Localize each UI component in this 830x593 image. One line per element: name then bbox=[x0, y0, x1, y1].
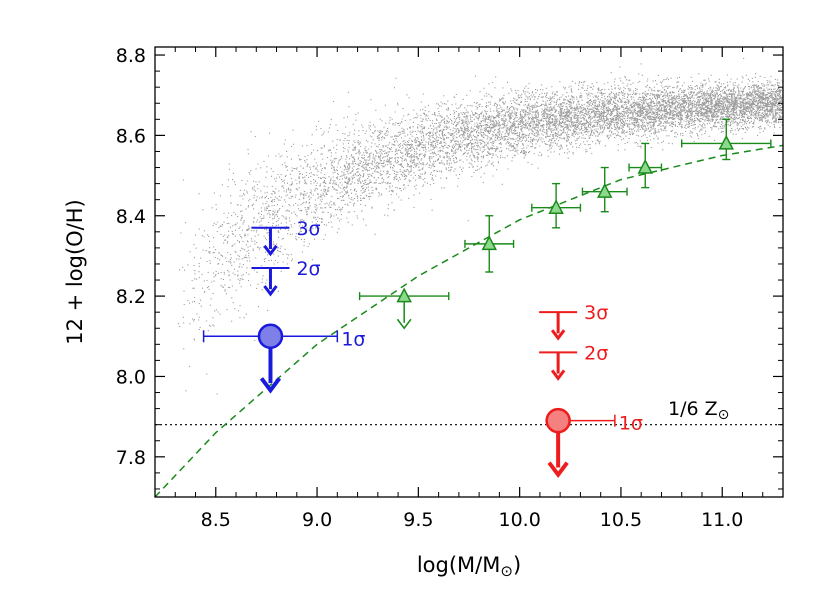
sigma-label: 2σ bbox=[296, 258, 320, 280]
y-tick-label: 8.0 bbox=[116, 366, 146, 388]
x-axis-label: log(M/M⊙) bbox=[417, 553, 521, 580]
upper-limit-arrow-head bbox=[396, 318, 412, 330]
sigma-label: 1σ bbox=[619, 413, 643, 435]
plot-frame bbox=[154, 46, 784, 498]
background-points bbox=[177, 57, 783, 395]
binned-points bbox=[358, 118, 772, 330]
y-axis-ticks: 7.8 8.0 8.2 8.4 8.6 8.8 bbox=[116, 45, 783, 490]
binned-point bbox=[628, 142, 663, 189]
y-tick-label: 8.2 bbox=[116, 286, 146, 308]
binned-point bbox=[681, 118, 772, 161]
y-tick-label: 8.6 bbox=[116, 125, 146, 147]
triangle-marker bbox=[396, 287, 412, 303]
binned-point bbox=[531, 182, 582, 229]
sigma-label: 3σ bbox=[584, 302, 608, 324]
triangle-marker bbox=[637, 158, 653, 174]
triangle-marker bbox=[596, 183, 613, 198]
binned-point bbox=[581, 166, 628, 213]
triangle-marker bbox=[548, 199, 564, 214]
y-tick-label: 8.8 bbox=[116, 45, 146, 67]
y-tick-label: 7.8 bbox=[116, 447, 146, 469]
upper-limit-arrow-head bbox=[259, 377, 282, 394]
x-tick-label: 10.5 bbox=[600, 509, 642, 531]
triangle-marker bbox=[718, 134, 735, 150]
x-tick-label: 8.5 bbox=[201, 509, 231, 531]
sigma-label: 2σ bbox=[584, 342, 608, 364]
background-galaxy-cloud bbox=[177, 57, 783, 395]
sigma-label: 3σ bbox=[296, 218, 320, 240]
binned-point bbox=[358, 287, 450, 330]
y-axis-label: 12 + log(O/H) bbox=[63, 199, 87, 344]
sigma-arrow-head bbox=[550, 369, 566, 381]
x-tick-label: 9.0 bbox=[302, 509, 332, 531]
y-tick-label: 8.4 bbox=[116, 206, 146, 228]
blue-limit: 3σ 2σ 1σ bbox=[202, 218, 365, 394]
upper-limit-arrow-head bbox=[547, 461, 569, 478]
triangle-marker bbox=[481, 235, 497, 251]
circle-marker bbox=[545, 407, 571, 434]
x-axis-ticks: 8.5 9.0 9.5 10.0 10.5 11.0 bbox=[174, 47, 784, 531]
red-limit: 3σ 2σ 1σ bbox=[539, 302, 643, 478]
x-tick-label: 11.0 bbox=[701, 509, 743, 531]
circle-marker bbox=[257, 323, 284, 350]
binned-point bbox=[464, 215, 515, 273]
fit-curve bbox=[155, 144, 783, 497]
x-tick-label: 10.0 bbox=[498, 509, 540, 531]
reference-line-label: 1/6 Z⊙ bbox=[668, 398, 729, 423]
sigma-label: 1σ bbox=[341, 328, 365, 350]
sigma-arrow-head bbox=[263, 244, 278, 257]
sigma-arrow-head bbox=[550, 329, 566, 341]
sigma-arrow-head bbox=[263, 285, 278, 297]
x-tick-label: 9.5 bbox=[403, 509, 433, 531]
limit-markers: 3σ 2σ 1σ 3σ 2σ 1σ bbox=[202, 218, 643, 478]
